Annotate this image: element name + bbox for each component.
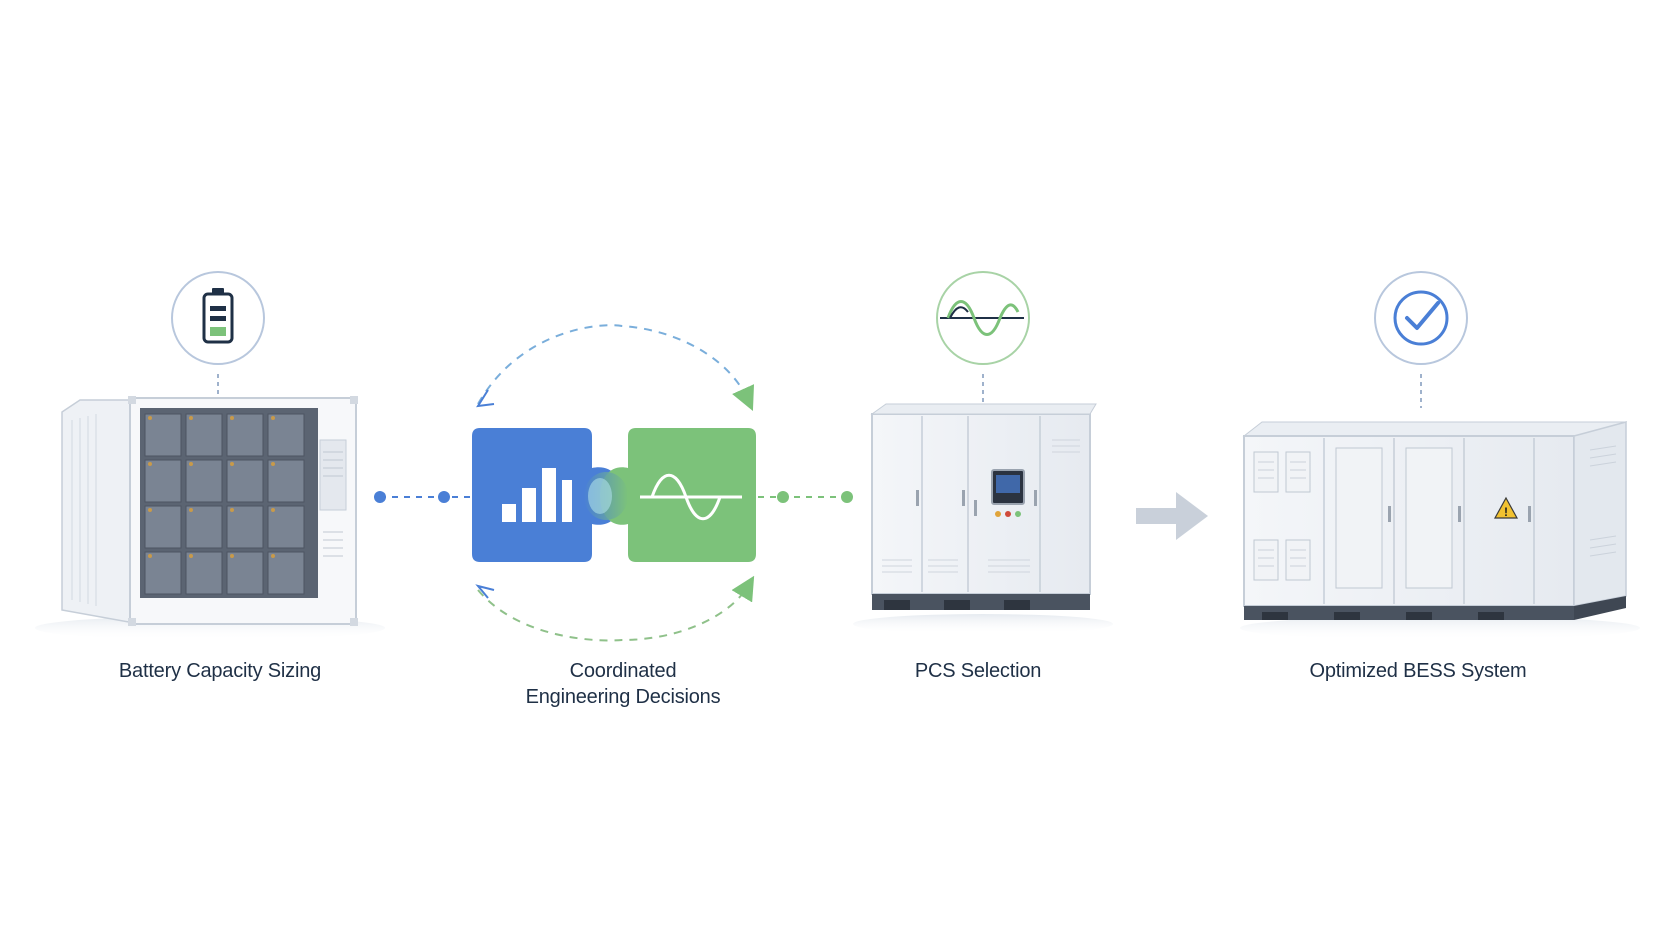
pcs-selection-label: PCS Selection: [914, 660, 1042, 682]
pcs-step: [853, 271, 1113, 634]
bess-container: !: [1242, 421, 1628, 620]
right-connector: [758, 491, 853, 503]
checkmark-icon: [1374, 271, 1468, 365]
coordination-label: Coordinated Engineering Decisions: [473, 658, 773, 710]
battery-container: [61, 396, 358, 626]
battery-icon: [171, 271, 265, 365]
bottom-cycle-arrow: [477, 575, 755, 642]
battery-capacity-label: Battery Capacity Sizing: [118, 660, 322, 682]
warning-icon: !: [1493, 496, 1519, 519]
puzzle-icon: [472, 428, 756, 562]
bar-chart-icon: [502, 468, 572, 522]
battery-step: [35, 271, 385, 640]
top-cycle-arrow: [477, 324, 755, 411]
pcs-wave-icon: [936, 271, 1030, 365]
next-step-arrow: [1136, 492, 1208, 540]
coordination-label-line1: Coordinated: [569, 660, 677, 682]
svg-text:!: !: [1504, 505, 1508, 519]
pcs-cabinet: [870, 403, 1097, 610]
coordination-label-line2: Engineering Decisions: [525, 686, 721, 708]
bess-step: !: [1240, 271, 1640, 640]
sine-wave-icon: [640, 474, 742, 520]
optimized-bess-label: Optimized BESS System: [1309, 660, 1527, 682]
coordination-step: [472, 324, 756, 642]
left-connector: [374, 491, 470, 503]
